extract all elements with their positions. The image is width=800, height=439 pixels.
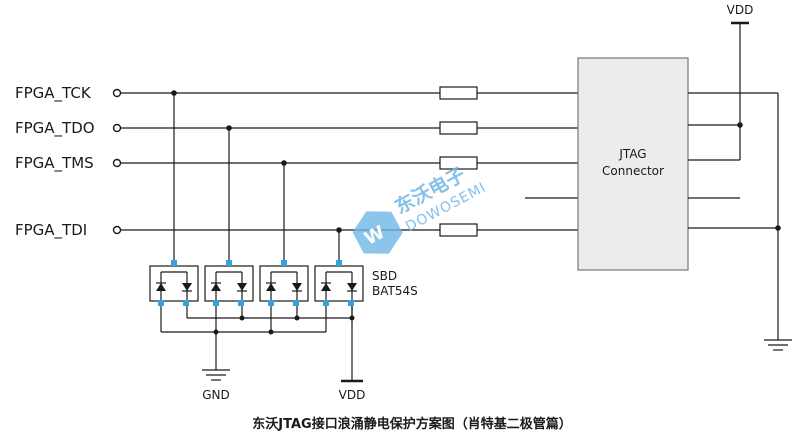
- connector-right-wiring: [688, 24, 781, 340]
- signal-wires: [121, 92, 578, 231]
- connector-label-line2: Connector: [602, 164, 664, 178]
- diode-package-3: [259, 260, 309, 306]
- figure-caption: 东沃JTAG接口浪涌静电保护方案图（肖特基二极管篇）: [252, 416, 571, 432]
- ground-right-symbol: [764, 339, 792, 351]
- diode-package-4: [314, 260, 364, 306]
- resistor-tms: [439, 156, 478, 170]
- jtag-connector: [577, 57, 689, 271]
- dowosemi-watermark: W 东沃电子 DOWOSEMI: [352, 163, 489, 254]
- pin-tms: [112, 158, 122, 168]
- connector-label-line1: JTAG: [618, 147, 646, 161]
- signal-label-tdi: FPGA_TDI: [15, 221, 87, 240]
- pin-tdo: [112, 123, 122, 133]
- resistor-tck: [439, 86, 478, 100]
- ground-bottom-symbol: [202, 369, 230, 381]
- vdd-bottom-label: VDD: [339, 388, 366, 402]
- signal-taps: [171, 90, 342, 264]
- pin-tck: [112, 88, 122, 98]
- resistor-tdi: [439, 223, 478, 237]
- diode-package-1: [149, 260, 199, 306]
- diode-bus-wiring: [160, 306, 355, 380]
- diode-type-label: SBD: [372, 269, 397, 283]
- signal-label-tdo: FPGA_TDO: [15, 119, 95, 138]
- vdd-top-label: VDD: [727, 3, 754, 17]
- resistor-tdo: [439, 121, 478, 135]
- gnd-label: GND: [202, 388, 230, 402]
- signal-label-tck: FPGA_TCK: [15, 84, 92, 103]
- diode-package-2: [204, 260, 254, 306]
- diode-array: [149, 260, 364, 306]
- diode-part-label: BAT54S: [372, 284, 418, 298]
- pin-tdi: [112, 225, 122, 235]
- dowosemi-logo-icon: W: [352, 211, 403, 254]
- signal-label-tms: FPGA_TMS: [15, 154, 94, 173]
